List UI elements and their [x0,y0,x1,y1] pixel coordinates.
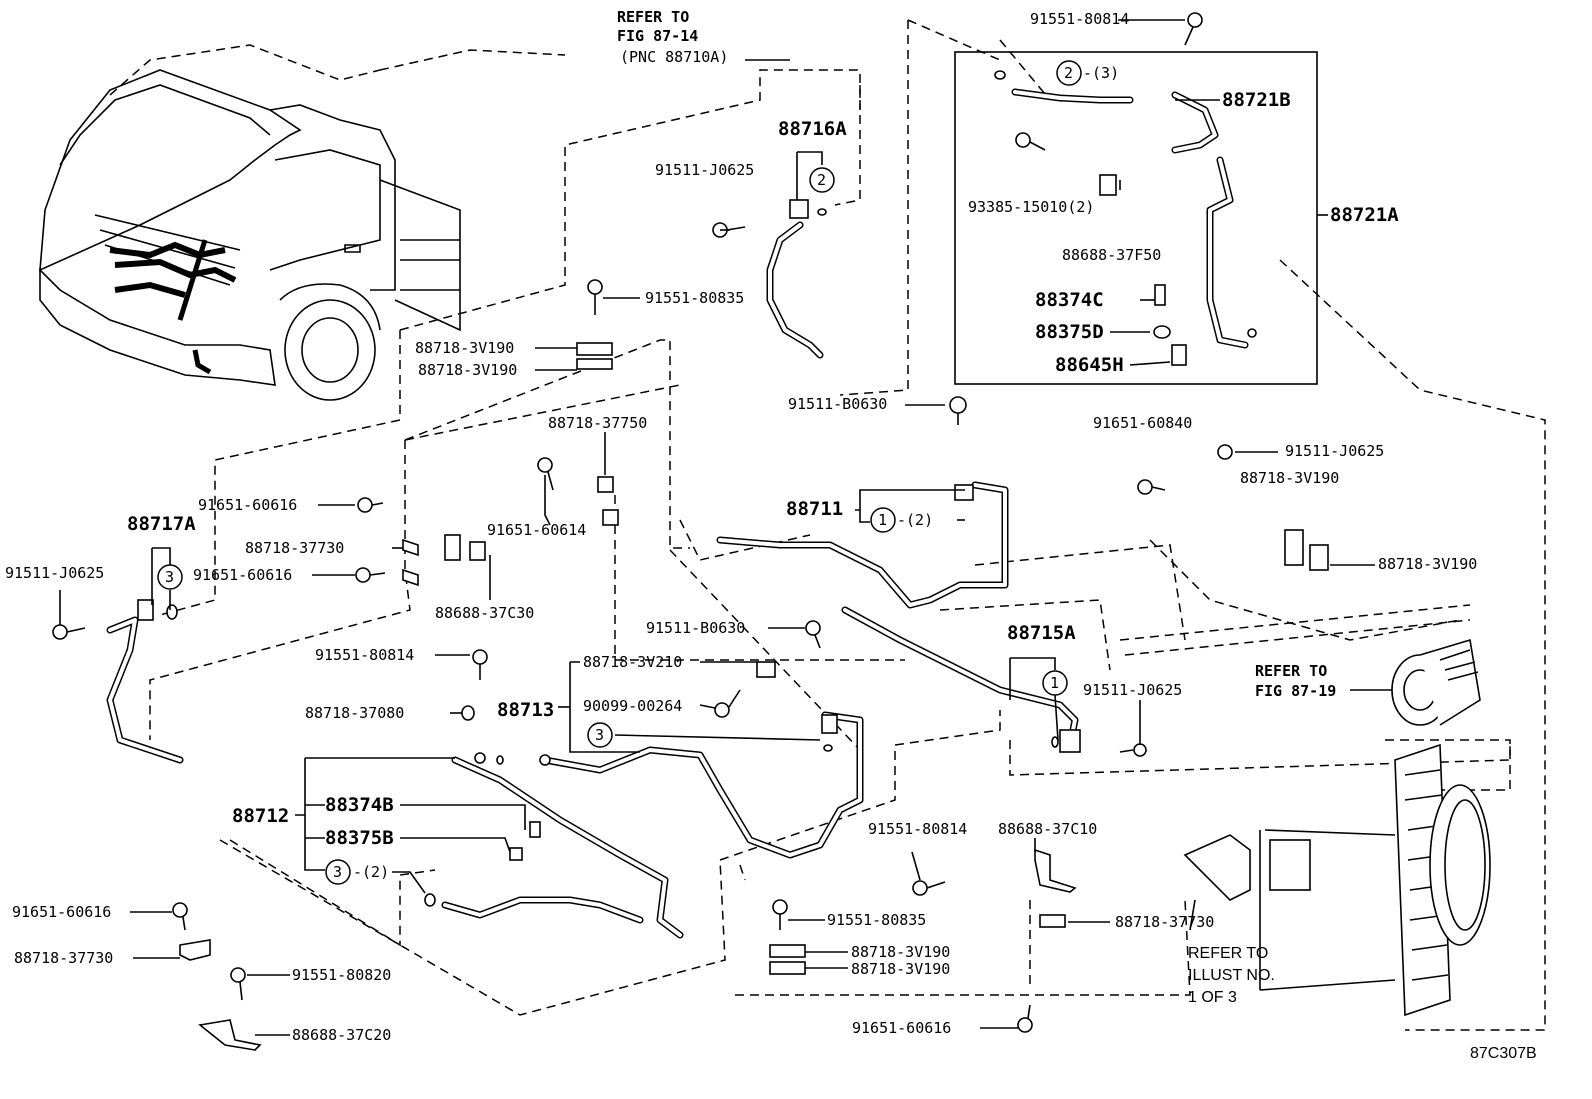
part-label: 88718-37750 [548,414,647,432]
part-label: 91511-J0625 [1083,681,1182,699]
ref-illust-line1: REFER TO [1188,945,1268,962]
ref-fig-87-14-line3: (PNC 88710A) [620,48,728,66]
qty-2-88712: -(2) [353,863,389,881]
truck-illustration [39,69,461,401]
part-label: 91651-60614 [487,521,586,539]
part-label: 88645H [1055,354,1124,376]
part-label: 88712 [232,805,289,827]
diagram-code: 87C307B [1470,1045,1537,1062]
connector-marks [474,752,551,766]
part-label: 91651-60616 [12,903,111,921]
part-label: 91511-B0630 [646,619,745,637]
part-label: 91651-60840 [1093,414,1192,432]
part-label: 88721B [1222,89,1291,111]
ref-illust-line3: 1 OF 3 [1188,989,1237,1006]
part-label: 88718-3V190 [418,361,517,379]
part-label: 88718-3V190 [415,339,514,357]
part-label: 91511-J0625 [5,564,104,582]
callout-circles: 2 -(3) 2 1 -(2) 3 3 1 3 -(2) [157,60,1119,885]
reference-notes: REFER TO FIG 87-14 (PNC 88710A) REFER TO… [617,8,1537,1062]
qty-3-top: -(3) [1083,64,1119,82]
part-label: 88688-37C10 [998,820,1097,838]
part-label: 88718-37730 [245,539,344,557]
part-label: 91551-80835 [827,911,926,929]
part-label: 91651-60616 [198,496,297,514]
part-label: 88375D [1035,321,1104,343]
compressor-illustration [1391,638,1481,726]
part-label: 88718-37730 [1115,913,1214,931]
ref-illust-line2: ILLUST NO. [1188,967,1275,984]
part-label: 88716A [778,118,847,140]
ref-fig-87-14-line2: FIG 87-14 [617,27,698,45]
part-label: 88375B [325,827,394,849]
part-label: 88374B [325,794,394,816]
part-label: 91511-J0625 [1285,442,1384,460]
callout-1-88715a: 1 [1050,674,1059,692]
callout-3-88713: 3 [595,726,604,744]
leader-lines [59,19,1392,1036]
part-label: 88718-3V190 [851,960,950,978]
callout-1-88711: 1 [878,511,887,529]
part-label: 88718-3V210 [583,653,682,671]
part-label: 88688-37F50 [1062,246,1161,264]
part-label: 91551-80814 [1030,10,1129,28]
parts [52,12,1329,1051]
ref-fig-87-19-line2: FIG 87-19 [1255,682,1336,700]
part-label: 91511-B0630 [788,395,887,413]
part-label: 91651-60616 [852,1019,951,1037]
part-label: 91551-80820 [292,966,391,984]
part-label: 88688-37C20 [292,1026,391,1044]
part-label: 88715A [1007,622,1076,644]
part-label: 91551-80835 [645,289,744,307]
callout-2-88716a: 2 [817,171,826,189]
part-label: 91511-J0625 [655,161,754,179]
part-label: 91551-80814 [315,646,414,664]
part-label: 88711 [786,498,843,520]
part-label: 88718-3V190 [851,943,950,961]
part-label: 93385-15010(2) [968,198,1094,216]
qty-2-88711: -(2) [897,511,933,529]
callout-2-top: 2 [1064,64,1073,82]
ref-fig-87-14-line1: REFER TO [617,8,689,26]
part-label: 88718-37080 [305,704,404,722]
pipes [106,88,1249,939]
part-label: 88718-3V190 [1240,469,1339,487]
part-label: 88713 [497,699,554,721]
part-label: 88374C [1035,289,1104,311]
part-label: 88718-37730 [14,949,113,967]
part-labels: 91551-80814 88721B 88721A 93385-15010(2)… [5,10,1477,1044]
part-label: 88721A [1330,204,1399,226]
callout-3-88712: 3 [333,863,342,881]
ref-fig-87-19-line1: REFER TO [1255,662,1327,680]
part-label: 88717A [127,513,196,535]
part-label: 90099-00264 [583,697,682,715]
part-label: 91551-80814 [868,820,967,838]
condenser-illustration [1183,743,1491,1017]
callout-3-88717a: 3 [165,568,174,586]
part-label: 88688-37C30 [435,604,534,622]
part-label: 88718-3V190 [1378,555,1477,573]
assembly-88721a-box [954,51,1318,385]
part-label: 91651-60616 [193,566,292,584]
